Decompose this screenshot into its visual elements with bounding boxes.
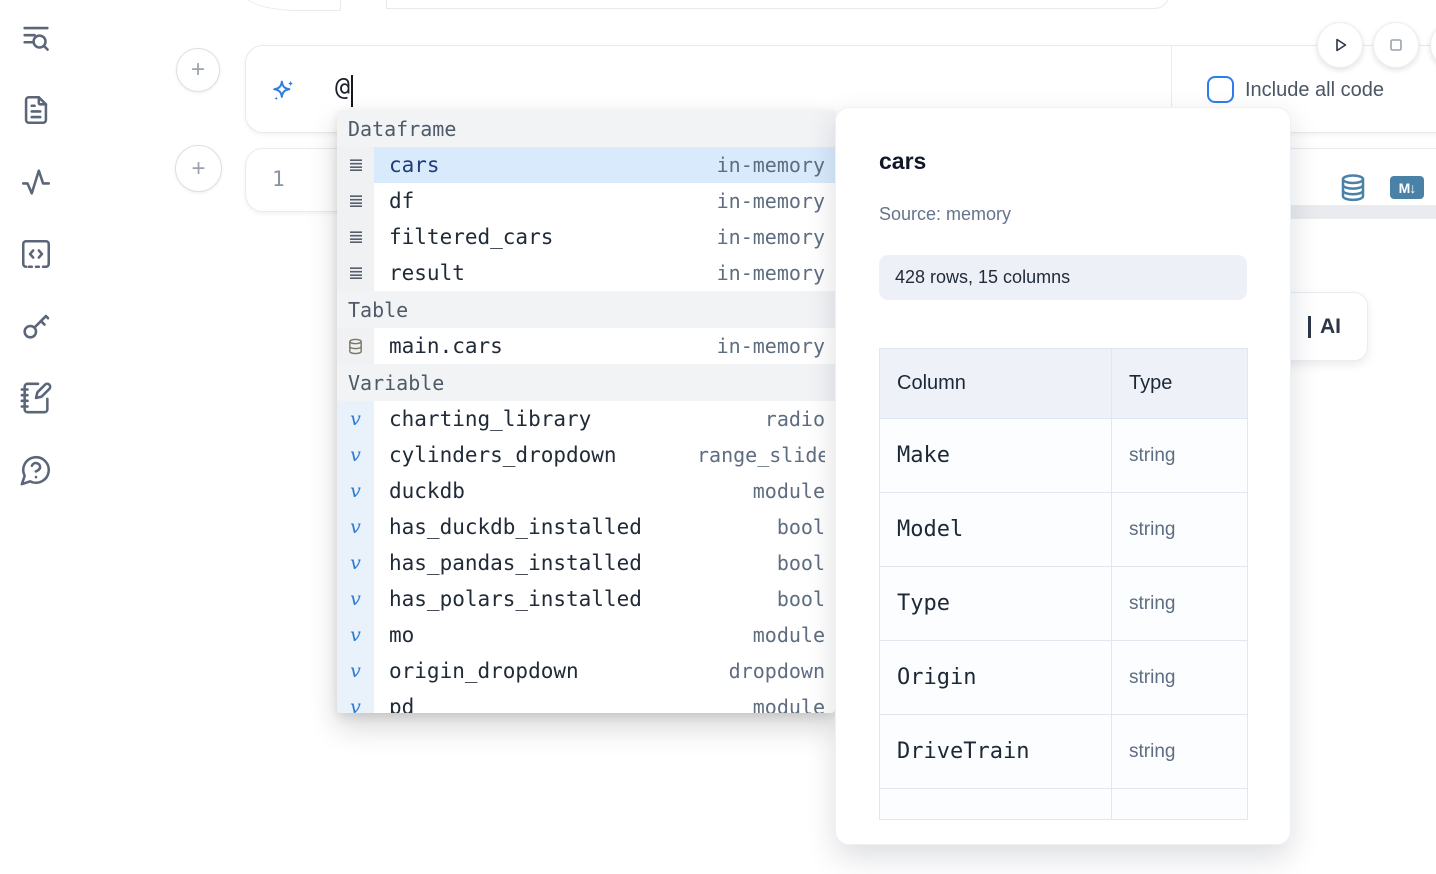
autocomplete-item-has-pandas-installed[interactable]: v has_pandas_installed bool [337, 545, 835, 581]
activity-icon[interactable] [19, 165, 53, 199]
run-cell-button[interactable] [1317, 22, 1363, 68]
stop-button[interactable] [1373, 22, 1419, 68]
autocomplete-item-origin-dropdown[interactable]: v origin_dropdown dropdown [337, 653, 835, 689]
autocomplete-item-charting-library[interactable]: v charting_library radio [337, 401, 835, 437]
sidebar [19, 21, 53, 487]
markdown-icon[interactable]: M↓ [1390, 176, 1424, 199]
autocomplete-item-filtered-cars[interactable]: filtered_cars in-memory [337, 219, 835, 255]
clipped-letter [1307, 315, 1311, 338]
previous-cell-bottom-left-edge [245, 0, 341, 11]
ai-prompt-value: @ [335, 72, 351, 101]
schema-row-drivetrain: DriveTrain string [880, 715, 1247, 789]
help-chat-icon[interactable] [19, 453, 53, 487]
autocomplete-item-has-duckdb-installed[interactable]: v has_duckdb_installed bool [337, 509, 835, 545]
autocomplete-item-mo[interactable]: v mo module [337, 617, 835, 653]
notebook-pen-icon[interactable] [19, 381, 53, 415]
schema-row-model: Model string [880, 493, 1247, 567]
autocomplete-item-result[interactable]: result in-memory [337, 255, 835, 291]
variable-icon: v [337, 653, 374, 689]
add-cell-button-bottom[interactable]: + [175, 145, 222, 192]
ai-button-label: AI [1320, 314, 1341, 338]
variable-icon: v [337, 509, 374, 545]
schema-row-origin: Origin string [880, 641, 1247, 715]
section-header-table: Table [337, 291, 835, 328]
schema-row-clipped [880, 789, 1247, 819]
column-header: Column [897, 372, 966, 394]
autocomplete-item-df[interactable]: df in-memory [337, 183, 835, 219]
autocomplete-item-duckdb[interactable]: v duckdb module [337, 473, 835, 509]
dataframe-rows-icon [337, 147, 374, 183]
schema-row-make: Make string [880, 419, 1247, 493]
schema-row-type: Type string [880, 567, 1247, 641]
stop-square-icon [1390, 39, 1402, 51]
dataframe-rows-icon [337, 219, 374, 255]
list-search-icon[interactable] [19, 21, 53, 55]
autocomplete-item-has-polars-installed[interactable]: v has_polars_installed bool [337, 581, 835, 617]
line-number: 1 [272, 167, 285, 191]
variable-icon: v [337, 473, 374, 509]
autocomplete-dropdown: Dataframe cars in-memory df in-memory fi… [337, 110, 835, 713]
key-icon[interactable] [19, 309, 53, 343]
schema-table: Column Type Make string Model string Typ… [879, 348, 1248, 820]
file-text-icon[interactable] [19, 93, 53, 127]
text-cursor [351, 74, 354, 107]
cell-divider [1171, 46, 1172, 132]
add-cell-button-top[interactable]: + [176, 48, 220, 92]
include-all-code-label: Include all code [1245, 79, 1384, 101]
dataframe-rows-icon [337, 255, 374, 291]
code-snippets-icon[interactable] [19, 237, 53, 271]
preview-title: cars [879, 148, 927, 174]
dataframe-rows-icon [337, 183, 374, 219]
section-header-variable: Variable [337, 364, 835, 401]
autocomplete-item-cars[interactable]: cars in-memory [337, 147, 835, 183]
variable-icon: v [337, 581, 374, 617]
sparkles-icon [269, 77, 297, 105]
autocomplete-item-cylinders-dropdown[interactable]: v cylinders_dropdown range_slider [337, 437, 835, 473]
include-all-code-checkbox[interactable] [1207, 76, 1234, 103]
play-icon [1336, 38, 1347, 52]
preview-source: Source: memory [879, 204, 1012, 224]
ai-prompt-input[interactable]: @ [335, 72, 354, 107]
variable-icon: v [337, 401, 374, 437]
dataframe-preview-panel: cars Source: memory 428 rows, 15 columns… [835, 107, 1291, 845]
database-output-icon[interactable] [1338, 173, 1368, 203]
autocomplete-item-main-cars[interactable]: main.cars in-memory [337, 328, 835, 364]
previous-cell-bottom-edge [386, 0, 1170, 9]
section-header-dataframe: Dataframe [337, 110, 835, 147]
variable-icon: v [337, 617, 374, 653]
type-header: Type [1129, 372, 1173, 394]
variable-icon: v [337, 437, 374, 473]
table-database-icon [337, 328, 374, 364]
variable-icon: v [337, 689, 374, 713]
variable-icon: v [337, 545, 374, 581]
autocomplete-item-pd[interactable]: v pd module [337, 689, 835, 713]
shape-badge: 428 rows, 15 columns [879, 255, 1247, 300]
schema-header-row: Column Type [880, 349, 1247, 419]
